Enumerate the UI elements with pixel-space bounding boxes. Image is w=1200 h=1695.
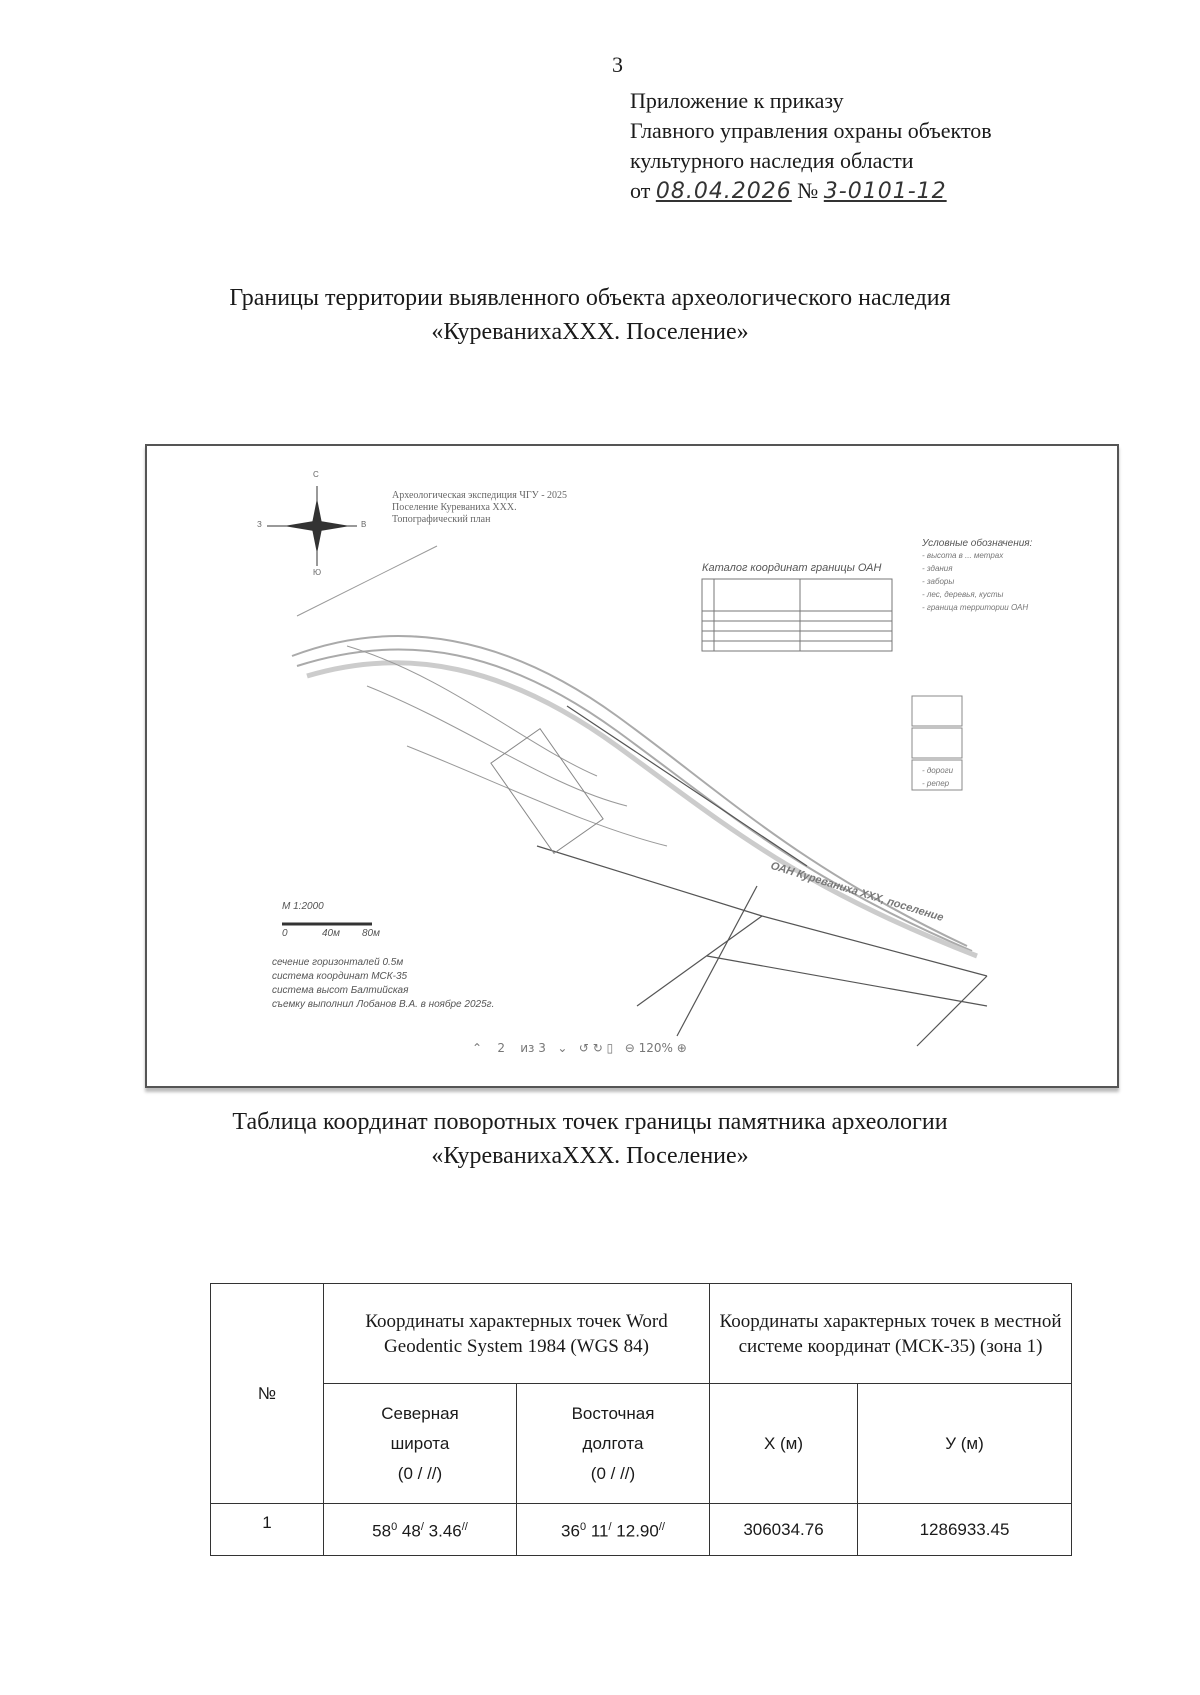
lat-deg: 58 <box>372 1521 392 1541</box>
topographic-plan: Археологическая экспедиция ЧГУ - 2025 По… <box>145 444 1119 1088</box>
lat-units: (0 / //) <box>397 1463 443 1483</box>
map-note: съемку выполнил Лобанов В.А. в ноябре 20… <box>272 999 495 1010</box>
lon-header-line: Восточная <box>571 1403 655 1423</box>
legend-item: - здания <box>922 564 953 573</box>
cell-lat: 580 48/ 3.46// <box>323 1503 517 1556</box>
zoom-in-icon[interactable]: ⊕ <box>676 1041 687 1055</box>
legend-item: - репер <box>922 779 950 788</box>
x-header: X (м) <box>709 1383 858 1504</box>
wgs-group-header: Координаты характерных точек Word Geoden… <box>323 1283 710 1384</box>
compass-icon <box>267 486 357 566</box>
map-note: система высот Балтийская <box>272 985 409 996</box>
table-title-line-1: Таблица координат поворотных точек грани… <box>232 1109 948 1135</box>
lon-sec: 12.90 <box>616 1521 659 1541</box>
lat-sec: 3.46 <box>428 1521 462 1541</box>
river-band <box>291 635 978 959</box>
header-line-1: Приложение к приказу <box>630 88 844 113</box>
table-row: 1 580 48/ 3.46// 360 11/ 12.90// 306034.… <box>210 1503 1072 1556</box>
lat-min: 48 <box>401 1521 421 1541</box>
rotate-left-icon[interactable]: ↺ <box>578 1041 589 1055</box>
map-caption-line: Археологическая экспедиция ЧГУ - 2025 <box>392 490 568 501</box>
title-line-2: «КуреваниxaXXX. Поселение» <box>431 319 749 345</box>
legend-item: - лес, деревья, кусты <box>922 590 1004 599</box>
map-notes: сечение горизонталей 0.5м система коорди… <box>272 956 494 1012</box>
legend-title: Условные обозначения: <box>922 538 1033 549</box>
table-header-row: № Координаты характерных точек Word Geod… <box>210 1283 1072 1504</box>
title-line-1: Границы территории выявленного объекта а… <box>229 285 951 311</box>
chevron-up-icon[interactable]: ⌃ <box>472 1041 483 1055</box>
rotate-right-icon[interactable]: ↻ <box>592 1041 603 1055</box>
table-subheader-row: Северная широта (0 / //) Восточная долго… <box>211 1383 1072 1504</box>
catalog-table-grid <box>701 578 893 652</box>
compass-north: С <box>313 470 319 479</box>
compass-east: В <box>361 520 367 529</box>
lat-header-line: широта <box>390 1433 450 1453</box>
lat-header-line: Северная <box>381 1403 459 1423</box>
scale-tick: 40м <box>322 928 340 939</box>
lon-header-line: долгота <box>582 1433 644 1453</box>
lon-min: 11 <box>590 1521 609 1541</box>
scale-tick: 80м <box>362 928 380 939</box>
compass-west: З <box>257 520 262 529</box>
order-number: 3-0101-12 <box>823 179 947 204</box>
boundary-lines <box>536 705 988 1047</box>
map-caption-line: Поселение Куреваниха XXX. <box>392 502 517 513</box>
map-note: система координат МСК-35 <box>272 971 408 982</box>
page-number: 3 <box>612 52 623 77</box>
header-line-3: культурного наследия области <box>630 148 914 173</box>
legend-boxes <box>911 695 963 791</box>
zoom-level: 120% <box>638 1041 673 1055</box>
page-input[interactable]: 2 <box>497 1041 505 1055</box>
legend-item: - дороги <box>922 766 954 775</box>
legend-item: - высота в ... метрах <box>922 551 1004 560</box>
coordinates-table: № Координаты характерных точек Word Geod… <box>210 1283 1072 1556</box>
number-label: № <box>797 178 819 203</box>
map-caption: Археологическая экспедиция ЧГУ - 2025 По… <box>392 490 567 526</box>
from-label: от <box>630 178 651 203</box>
legend-item: - граница территории ОАН <box>922 603 1029 612</box>
lat-header: Северная широта (0 / //) <box>323 1383 517 1504</box>
compass-south: Ю <box>313 568 322 577</box>
contour-lines <box>296 545 668 847</box>
map-legend: Условные обозначения: - высота в ... мет… <box>922 538 1032 790</box>
cell-y: 1286933.45 <box>857 1503 1072 1556</box>
table-title-line-2: «КуреваниxaXXX. Поселение» <box>431 1143 749 1169</box>
catalog-title: Каталог координат границы ОАН <box>702 562 882 574</box>
y-header: У (м) <box>857 1383 1072 1504</box>
msk-group-header: Координаты характерных точек в местной с… <box>709 1283 1072 1384</box>
order-line: от 08.04.2026 № 3-0101-12 <box>630 176 947 207</box>
fit-page-icon[interactable]: ▯ <box>606 1041 614 1055</box>
scale-tick: 0 <box>282 928 288 939</box>
map-caption-line: Топографический план <box>392 514 491 525</box>
settlement-outline <box>490 728 604 854</box>
legend-item: - заборы <box>922 577 955 586</box>
lon-units: (0 / //) <box>590 1463 636 1483</box>
lon-header: Восточная долгота (0 / //) <box>516 1383 710 1504</box>
cell-x: 306034.76 <box>709 1503 858 1556</box>
lon-deg: 36 <box>561 1521 580 1541</box>
map-scale: М 1:2000 <box>282 901 324 912</box>
viewer-toolbar: ⌃ 2 из 3 ⌄ ↺ ↻ ▯ ⊖ 120% ⊕ <box>472 1041 687 1055</box>
zoom-out-icon[interactable]: ⊖ <box>624 1041 635 1055</box>
cell-number: 1 <box>210 1503 324 1556</box>
col-number-header: № <box>210 1283 324 1504</box>
header-line-2: Главного управления охраны объектов <box>630 118 992 143</box>
map-note: сечение горизонталей 0.5м <box>272 957 404 968</box>
cell-lon: 360 11/ 12.90// <box>516 1503 710 1556</box>
order-date: 08.04.2026 <box>655 179 792 204</box>
map-drawing <box>267 486 988 1047</box>
chevron-down-icon[interactable]: ⌄ <box>557 1041 568 1055</box>
page-count: из 3 <box>520 1041 546 1055</box>
